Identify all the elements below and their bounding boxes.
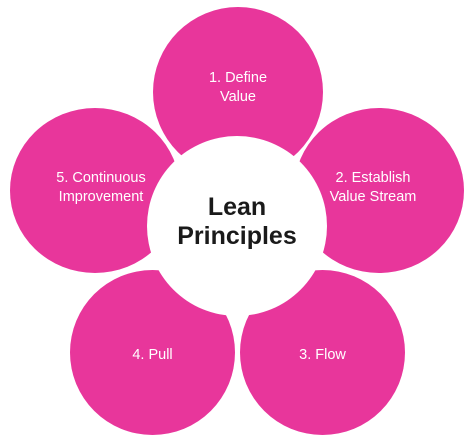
petal-label: 4. Pull bbox=[132, 347, 173, 363]
petal-label: 1. Define Value bbox=[208, 70, 268, 105]
petal-label: 3. Flow bbox=[299, 347, 346, 363]
petal-label: 5. Continuous Improvement bbox=[56, 169, 146, 205]
petal-label: 2. Establish Value Stream bbox=[329, 169, 417, 205]
center-circle: Lean Principles bbox=[147, 136, 327, 316]
center-title: Lean Principles bbox=[177, 193, 297, 250]
